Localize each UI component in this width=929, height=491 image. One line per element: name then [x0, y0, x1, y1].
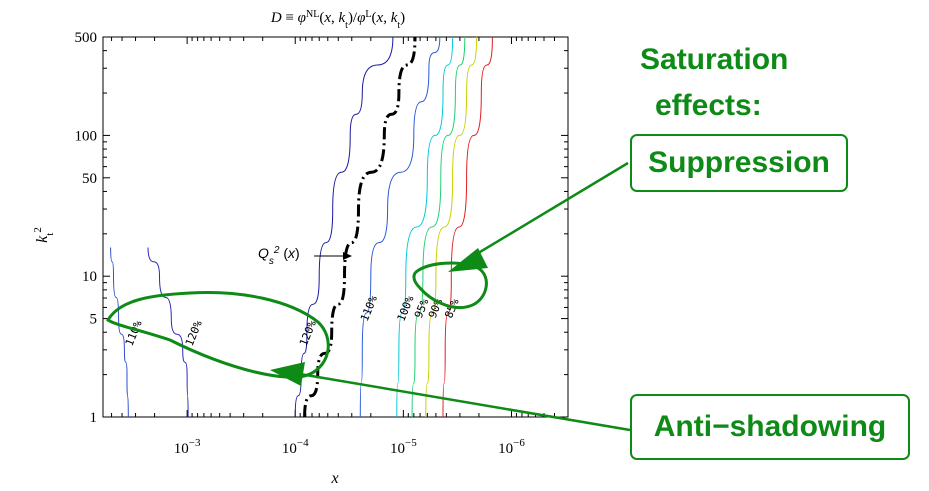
suppression-label: Suppression: [648, 146, 830, 179]
contour-line-90pct: [425, 36, 478, 418]
contour-line-110pct: [359, 36, 441, 418]
y-tick-label: 10: [82, 269, 97, 285]
x-tick-label: 10−4: [282, 437, 309, 457]
contour-line-85pct: [442, 36, 493, 418]
y-tick-label: 5: [90, 312, 98, 328]
contour-label: 120%: [183, 318, 205, 348]
contour-label: 100%: [395, 293, 417, 323]
svg-text:kt2: kt2: [32, 227, 56, 243]
x-tick-label: 10−3: [174, 437, 201, 457]
contour-labels: 110%120%120%110%100%95%90%85%: [123, 293, 462, 348]
suppression-box: Suppression: [630, 134, 848, 192]
contour-line-120pct: [294, 36, 394, 418]
series-layer: [110, 36, 493, 418]
contour-label: 110%: [358, 293, 380, 323]
saturation-title: Saturation: [640, 43, 789, 76]
antishadowing-label: Anti−shadowing: [653, 410, 887, 443]
y-tick-label: 100: [75, 128, 98, 144]
antishadowing-box: Anti−shadowing: [630, 394, 910, 460]
qs-label-group: Qs2 (x): [258, 245, 352, 267]
contour-label: 110%: [123, 318, 145, 348]
axis-ticks: [102, 36, 569, 418]
antishadowing-arrow: [270, 362, 631, 432]
suppression-loop: [412, 261, 488, 309]
saturation-subtitle: effects:: [655, 89, 762, 122]
qs-arrow-head: [343, 252, 352, 260]
x-tick-label: 10−6: [498, 437, 525, 457]
antishadowing-loop: [105, 291, 330, 379]
contour-line-100pct: [396, 36, 454, 418]
x-tick-labels: 10−3 10−4 10−5 10−6: [174, 437, 526, 457]
y-tick-label: 1: [90, 410, 98, 426]
suppression-arrow: [448, 161, 629, 272]
contour-label: 120%: [297, 318, 319, 348]
contour-line-95pct: [411, 36, 466, 418]
y-axis-title: kt2: [32, 227, 56, 243]
plot-frame: [102, 36, 569, 418]
contour-line-120pct: [147, 247, 189, 418]
y-tick-label: 500: [75, 30, 98, 46]
y-tick-label: 50: [82, 171, 97, 187]
x-tick-label: 10−5: [390, 437, 417, 457]
x-axis-title: x: [330, 470, 338, 487]
qs-label: Qs2 (x): [258, 245, 300, 267]
chart-title: D ≡ φNL(x, kt)/φL(x, kt): [270, 9, 405, 31]
contour-line-110pct: [110, 247, 129, 418]
y-tick-labels: 1 5 10 50 100 500: [75, 30, 98, 426]
